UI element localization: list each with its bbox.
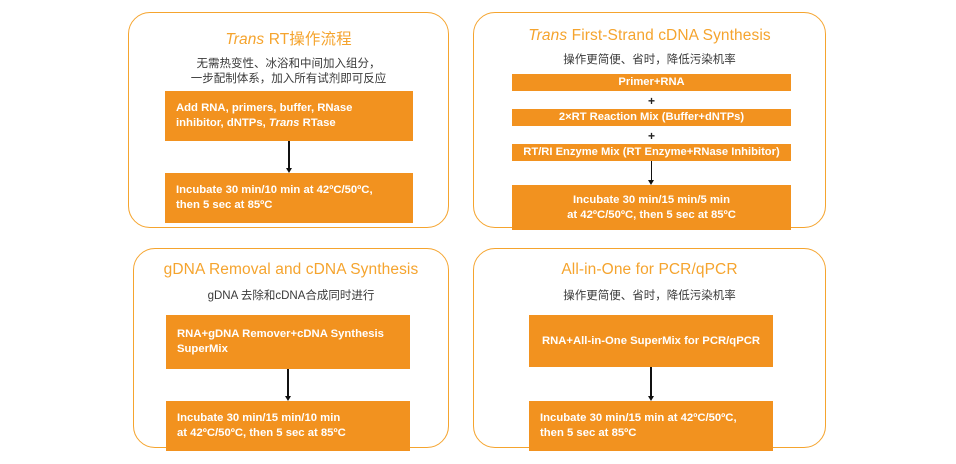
panel-subtitle-gdna-removal: gDNA 去除和cDNA合成同时进行 (207, 290, 375, 302)
step-box-line-1: Add RNA, primers, buffer, RNase (176, 102, 353, 114)
reagent-bar-rt-ri-enzyme-mix: RT/RI Enzyme Mix (RT Enzyme+RNase Inhibi… (512, 144, 791, 161)
arrow-step1-to-step2 (165, 141, 413, 173)
step-box-incubate: Incubate 30 min/10 min at 42ºC/50ºC, the… (165, 173, 413, 223)
arrow-gdna-step1-to-step2 (166, 369, 410, 401)
step-box-line-2-post: RTase (299, 117, 336, 129)
step-box-line-2: inhibitor, dNTPs, Trans RTase (176, 116, 402, 131)
panel-title-first-strand: Trans First-Strand cDNA Synthesis (474, 27, 825, 45)
step-box-add-reagents: Add RNA, primers, buffer, RNase inhibito… (165, 91, 413, 141)
step-box-incubate-first-strand: Incubate 30 min/15 min/5 min at 42ºC/50º… (512, 185, 791, 230)
panel-all-in-one-for-pcr-qpcr: All-in-One for PCR/qPCR 操作更简便、省时，降低污染机率 … (473, 248, 826, 451)
panel-trans-rt-workflow: Trans RT操作流程 无需热变性、冰浴和中间加入组分， 一步配制体系，加入所… (128, 12, 449, 228)
step-box-line-2-italic: Trans (268, 117, 300, 129)
panel-gdna-removal-and-cdna-synthesis: gDNA Removal and cDNA Synthesis gDNA 去除和… (133, 248, 449, 451)
panel-title-rest-part: RT操作流程 (264, 31, 352, 48)
panel-title-rest-part: First-Strand cDNA Synthesis (567, 27, 771, 44)
panel-subtitle-trans-rt-workflow: 无需热变性、冰浴和中间加入组分， 一步配制体系，加入所有试剂即可反应 (190, 58, 387, 85)
panel-title-gdna-removal: gDNA Removal and cDNA Synthesis (134, 261, 448, 279)
reagent-bar-rt-reaction-mix: 2×RT Reaction Mix (Buffer+dNTPs) (512, 109, 791, 126)
plus-sign-2: + (647, 129, 655, 143)
step-box-incubate-all-in-one: Incubate 30 min/15 min at 42ºC/50ºC, the… (529, 401, 773, 451)
step-box-rna-gdna-remover: RNA+gDNA Remover+cDNA Synthesis SuperMix (166, 315, 410, 369)
panel-title-rest-part: gDNA Removal and cDNA Synthesis (163, 261, 419, 278)
step-box-rna-all-in-one-supermix: RNA+All-in-One SuperMix for PCR/qPCR (529, 315, 773, 367)
arrow-reagents-to-incubate (512, 161, 791, 185)
panel-trans-first-strand-cdna-synthesis: Trans First-Strand cDNA Synthesis 操作更简便、… (473, 12, 826, 230)
plus-sign-1: + (647, 94, 655, 108)
panel-title-rest-part: All-in-One for PCR/qPCR (561, 261, 738, 278)
arrow-all-in-one-step1-to-step2 (529, 367, 773, 401)
reagent-bar-primer-rna: Primer+RNA (512, 74, 791, 91)
step-box-line-2-pre: inhibitor, dNTPs, (176, 117, 269, 129)
panel-title-italic-part: Trans (528, 27, 568, 44)
panel-title-italic-part: Trans (225, 31, 265, 48)
panel-subtitle-first-strand: 操作更简便、省时，降低污染机率 (563, 54, 736, 66)
panel-title-all-in-one: All-in-One for PCR/qPCR (474, 261, 825, 279)
step-box-incubate-gdna: Incubate 30 min/15 min/10 min at 42ºC/50… (166, 401, 410, 451)
panel-title-trans-rt-workflow: Trans RT操作流程 (129, 27, 448, 49)
panel-subtitle-all-in-one: 操作更简便、省时，降低污染机率 (563, 290, 736, 302)
